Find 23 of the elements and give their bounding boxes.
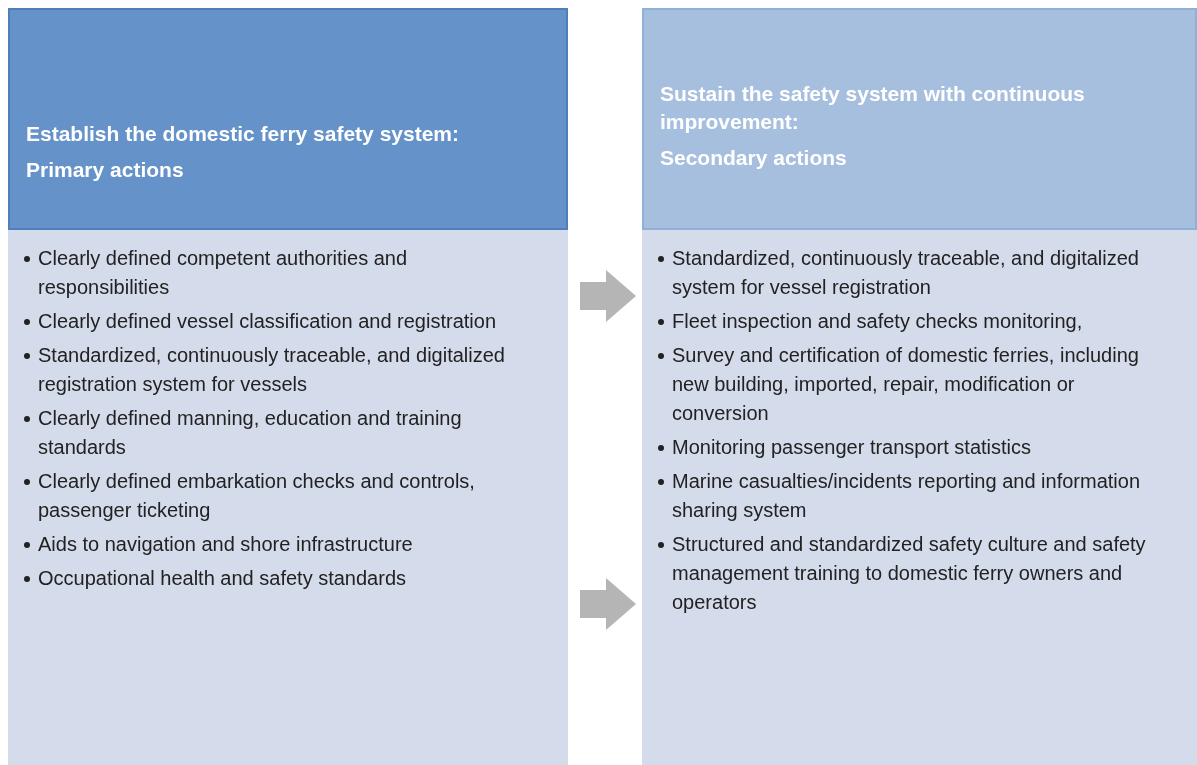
- header-panel: [642, 8, 1197, 230]
- list-panel: [8, 230, 568, 765]
- bullet-item: Aids to navigation and shore infrastructure: [8, 530, 560, 559]
- bullet-item: Standardized, continuously traceable, and digitalized registration system for vessels: [8, 341, 560, 399]
- header-panel: [8, 8, 568, 230]
- list-panel: [642, 230, 1197, 765]
- bullet-item: Clearly defined manning, education and training standards: [8, 404, 560, 462]
- block-arrow: [580, 578, 636, 630]
- bullet-item: Clearly defined embarkation checks and controls, passenger ticketing: [8, 467, 560, 525]
- bullet-item: Clearly defined competent authorities and responsibilities: [8, 244, 560, 302]
- bullet-item: Occupational health and safety standards: [8, 564, 560, 593]
- header-subtitle: Secondary actions: [660, 145, 848, 171]
- bullet-item: Standardized, continuously traceable, and digitalized system for vessel registration: [642, 244, 1189, 302]
- block-arrow: [580, 270, 636, 322]
- bullet-item: Monitoring passenger transport statistics: [642, 433, 1189, 462]
- header-subtitle: Primary actions: [26, 157, 185, 183]
- bullet-item: Survey and certification of domestic ferries, including new building, imported, repair, modification or conversion: [642, 341, 1189, 428]
- header-title: Sustain the safety system with continuous improvement:: [660, 81, 1086, 135]
- bullet-item: Marine casualties/incidents reporting and information sharing system: [642, 467, 1189, 525]
- bullet-item: Fleet inspection and safety checks monitoring,: [642, 307, 1189, 336]
- bullet-item: Structured and standardized safety culture and safety management training to domestic ferry owners and operators: [642, 530, 1189, 617]
- header-title: Establish the domestic ferry safety system:: [26, 121, 460, 147]
- bullet-item: Clearly defined vessel classification and registration: [8, 307, 560, 336]
